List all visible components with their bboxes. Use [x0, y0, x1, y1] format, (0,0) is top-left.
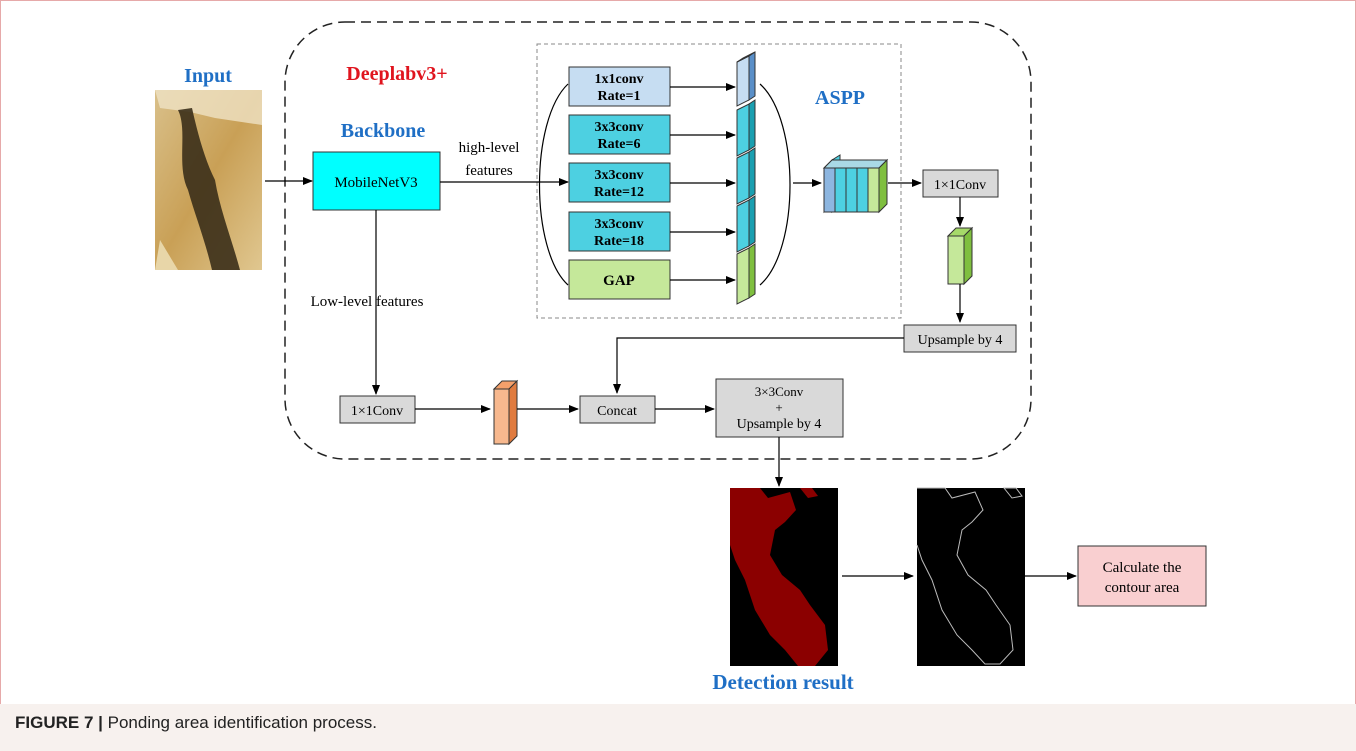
aspp-title: ASPP — [815, 87, 865, 109]
final-conv-upsample-box: 3×3Conv + Upsample by 4 — [715, 378, 844, 438]
final-line2: + — [775, 400, 782, 415]
detection-result-title: Detection result — [712, 670, 853, 694]
conv-1x1-low-label: 1×1Conv — [351, 404, 403, 419]
figure-caption: FIGURE 7 | Ponding area identification p… — [15, 713, 377, 733]
concat-label: Concat — [597, 404, 637, 419]
high-level-label-2: features — [465, 163, 513, 179]
branch-2-line1: 3x3conv — [595, 120, 644, 135]
conv-1x1-right-box: 1×1Conv — [922, 169, 999, 198]
branch-3x3conv-rate12: 3x3conv Rate=12 — [568, 162, 671, 203]
input-title: Input — [184, 65, 232, 87]
upsample-right-box: Upsample by 4 — [903, 324, 1017, 353]
calc-line2: contour area — [1105, 580, 1180, 596]
branch-2-line2: Rate=6 — [598, 137, 641, 152]
deeplab-title: Deeplabv3+ — [346, 63, 447, 85]
final-line1: 3×3Conv — [755, 384, 804, 399]
branch-4-line1: 3x3conv — [595, 217, 644, 232]
branch-3-line2: Rate=12 — [594, 185, 644, 200]
branch-4-line2: Rate=18 — [594, 234, 644, 249]
pipeline-diagram: Input Deeplabv3+ Backbone ASPP MobileNet… — [155, 21, 1207, 694]
low-level-feature — [492, 379, 519, 446]
branch-1-line1: 1x1conv — [595, 72, 644, 87]
upsample-right-label: Upsample by 4 — [918, 333, 1003, 348]
concat-feature-block — [822, 154, 889, 214]
branch-3x3conv-rate6: 3x3conv Rate=6 — [568, 114, 671, 155]
branch-gap: GAP — [568, 259, 671, 300]
small-green-feature — [946, 226, 974, 286]
branch-3x3conv-rate18: 3x3conv Rate=18 — [568, 211, 671, 252]
caption-bar — [0, 704, 1356, 751]
aspp-region — [536, 43, 902, 319]
high-level-label-1: high-level — [459, 140, 520, 156]
caption-prefix: FIGURE 7 | — [15, 713, 103, 732]
mobilenet-box: MobileNetV3 — [312, 151, 441, 211]
branch-1x1conv: 1x1conv Rate=1 — [568, 66, 671, 107]
contour-image — [916, 487, 1025, 666]
calculate-area-box: Calculate the contour area — [1077, 545, 1207, 607]
calc-line1: Calculate the — [1103, 560, 1182, 576]
low-level-label: Low-level features — [311, 294, 424, 310]
aspp-feature-stack — [736, 51, 756, 305]
branch-gap-label: GAP — [603, 273, 635, 289]
input-image — [155, 90, 262, 270]
branch-1-line2: Rate=1 — [598, 89, 641, 104]
concat-box: Concat — [579, 395, 656, 424]
caption-text: Ponding area identification process. — [102, 713, 377, 732]
final-line3: Upsample by 4 — [737, 417, 822, 432]
conv-1x1-low-box: 1×1Conv — [339, 395, 416, 424]
detection-mask-image — [730, 488, 838, 666]
branch-3-line1: 3x3conv — [595, 168, 644, 183]
deeplab-region — [284, 21, 1032, 460]
backbone-title: Backbone — [341, 120, 426, 142]
mobilenet-label: MobileNetV3 — [334, 175, 417, 191]
conv-1x1-right-label: 1×1Conv — [934, 178, 986, 193]
